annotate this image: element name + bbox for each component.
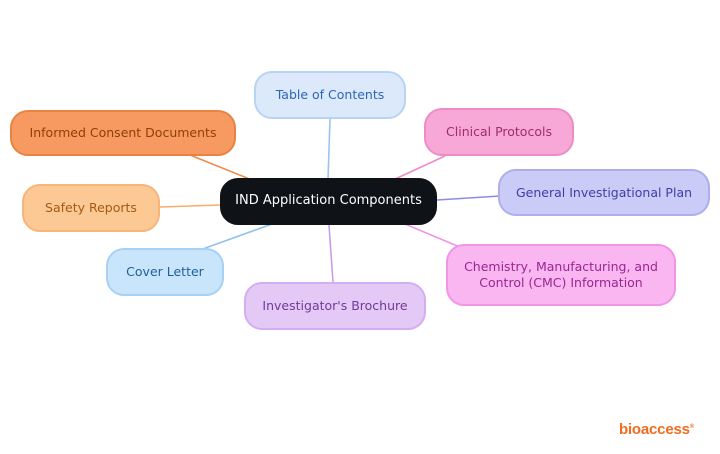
node-cover-letter[interactable]: Cover Letter [106, 248, 224, 296]
node-label: Safety Reports [45, 200, 137, 216]
link-cover [199, 223, 273, 251]
node-label: General Investigational Plan [515, 184, 693, 200]
logo-text: bioaccess [619, 421, 690, 438]
node-label: Investigator's Brochure [262, 298, 408, 314]
link-ib [328, 224, 334, 283]
node-general-investigational-plan[interactable]: General Investigational Plan [498, 169, 710, 216]
node-investigators-brochure[interactable]: Investigator's Brochure [244, 282, 426, 330]
node-cmc-information[interactable]: Chemistry, Manufacturing, and Control (C… [446, 244, 676, 306]
link-cmc [404, 223, 463, 249]
node-informed-consent-documents[interactable]: Informed Consent Documents [10, 110, 236, 156]
node-label: Cover Letter [126, 264, 204, 280]
node-table-of-contents[interactable]: Table of Contents [254, 71, 406, 119]
node-label: Clinical Protocols [446, 124, 552, 140]
link-toc [327, 118, 331, 181]
node-safety-reports[interactable]: Safety Reports [22, 184, 160, 232]
bioaccess-logo: bioaccess® [619, 421, 694, 438]
node-label: Table of Contents [275, 87, 385, 103]
logo-mark: ® [689, 424, 694, 430]
center-label: IND Application Components [235, 193, 422, 209]
link-clinical [392, 155, 446, 181]
node-label: Chemistry, Manufacturing, and Control (C… [464, 259, 658, 290]
node-clinical-protocols[interactable]: Clinical Protocols [424, 108, 574, 156]
link-general [436, 195, 501, 201]
node-label: Informed Consent Documents [29, 125, 217, 141]
link-safety [159, 204, 221, 208]
node-center-ind-application-components[interactable]: IND Application Components [220, 178, 437, 225]
